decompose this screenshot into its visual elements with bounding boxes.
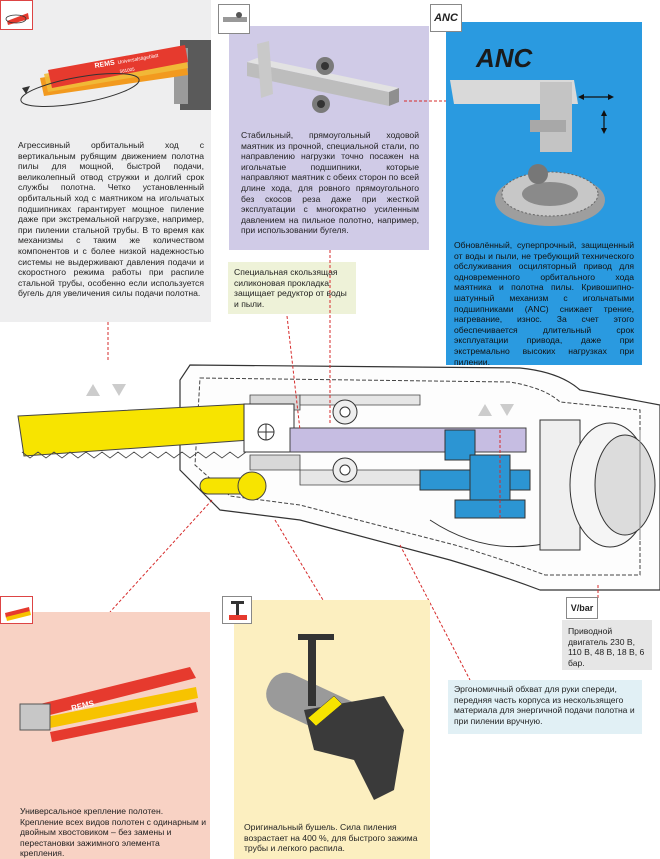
motor-text: Приводной двигатель 230 В, 110 В, 48 В, …: [568, 626, 645, 668]
orbital-text: Агрессивный орбитальный ход с вертикальн…: [18, 140, 204, 299]
anc-logo: ANC: [475, 43, 534, 73]
gasket-text: Специальная скользящая силиконовая прокл…: [234, 267, 347, 309]
pendulum-leader: [404, 100, 448, 102]
orbital-stroke-icon: [0, 0, 33, 30]
motor-badge-label: V/bar: [570, 603, 594, 613]
pendulum-illustration: [247, 41, 399, 113]
anc-illustration: ANC: [450, 43, 614, 226]
gasket-panel: Специальная скользящая силиконовая прокл…: [228, 262, 356, 314]
anc-badge: ANC: [430, 4, 462, 32]
anc-text: Обновлённый, суперпрочный, защищенный от…: [454, 240, 634, 367]
grip-panel: Эргономичный обхват для руки спереди, пе…: [448, 680, 642, 734]
blade-mount-icon: [0, 596, 33, 624]
grip-text: Эргономичный обхват для руки спереди, пе…: [454, 684, 635, 726]
clamp-illustration: [266, 634, 404, 800]
clamp-panel: Оригинальный бушель. Сила пиления возрас…: [234, 600, 430, 859]
blade-code: 561005: [119, 66, 135, 74]
mount-illustration: REMS: [19, 667, 198, 742]
motor-panel: Приводной двигатель 230 В, 110 В, 48 В, …: [562, 620, 652, 670]
clamp-text: Оригинальный бушель. Сила пиления возрас…: [244, 822, 418, 854]
mount-panel: REMS Универсальное крепление полотен. Кр…: [0, 612, 210, 859]
pendulum-icon: [218, 4, 250, 34]
clamp-icon: [222, 596, 252, 624]
blade-brand: REMS: [94, 60, 115, 70]
blade-illustration: REMS Universalsägeblatt 561005: [20, 40, 211, 110]
mount-text: Универсальное крепление полотен. Креплен…: [20, 806, 206, 859]
pendulum-panel: Стабильный, прямоугольный ходовой маятни…: [229, 26, 429, 250]
anc-panel: ANC Обновлённый, суперпрочный, защищенны…: [446, 22, 642, 367]
motor-badge: V/bar: [566, 597, 598, 619]
pendulum-text: Стабильный, прямоугольный ходовой маятни…: [241, 130, 419, 236]
anc-badge-label: ANC: [434, 12, 458, 24]
orbital-panel: REMS Universalsägeblatt 561005 Агрессивн…: [0, 0, 211, 322]
